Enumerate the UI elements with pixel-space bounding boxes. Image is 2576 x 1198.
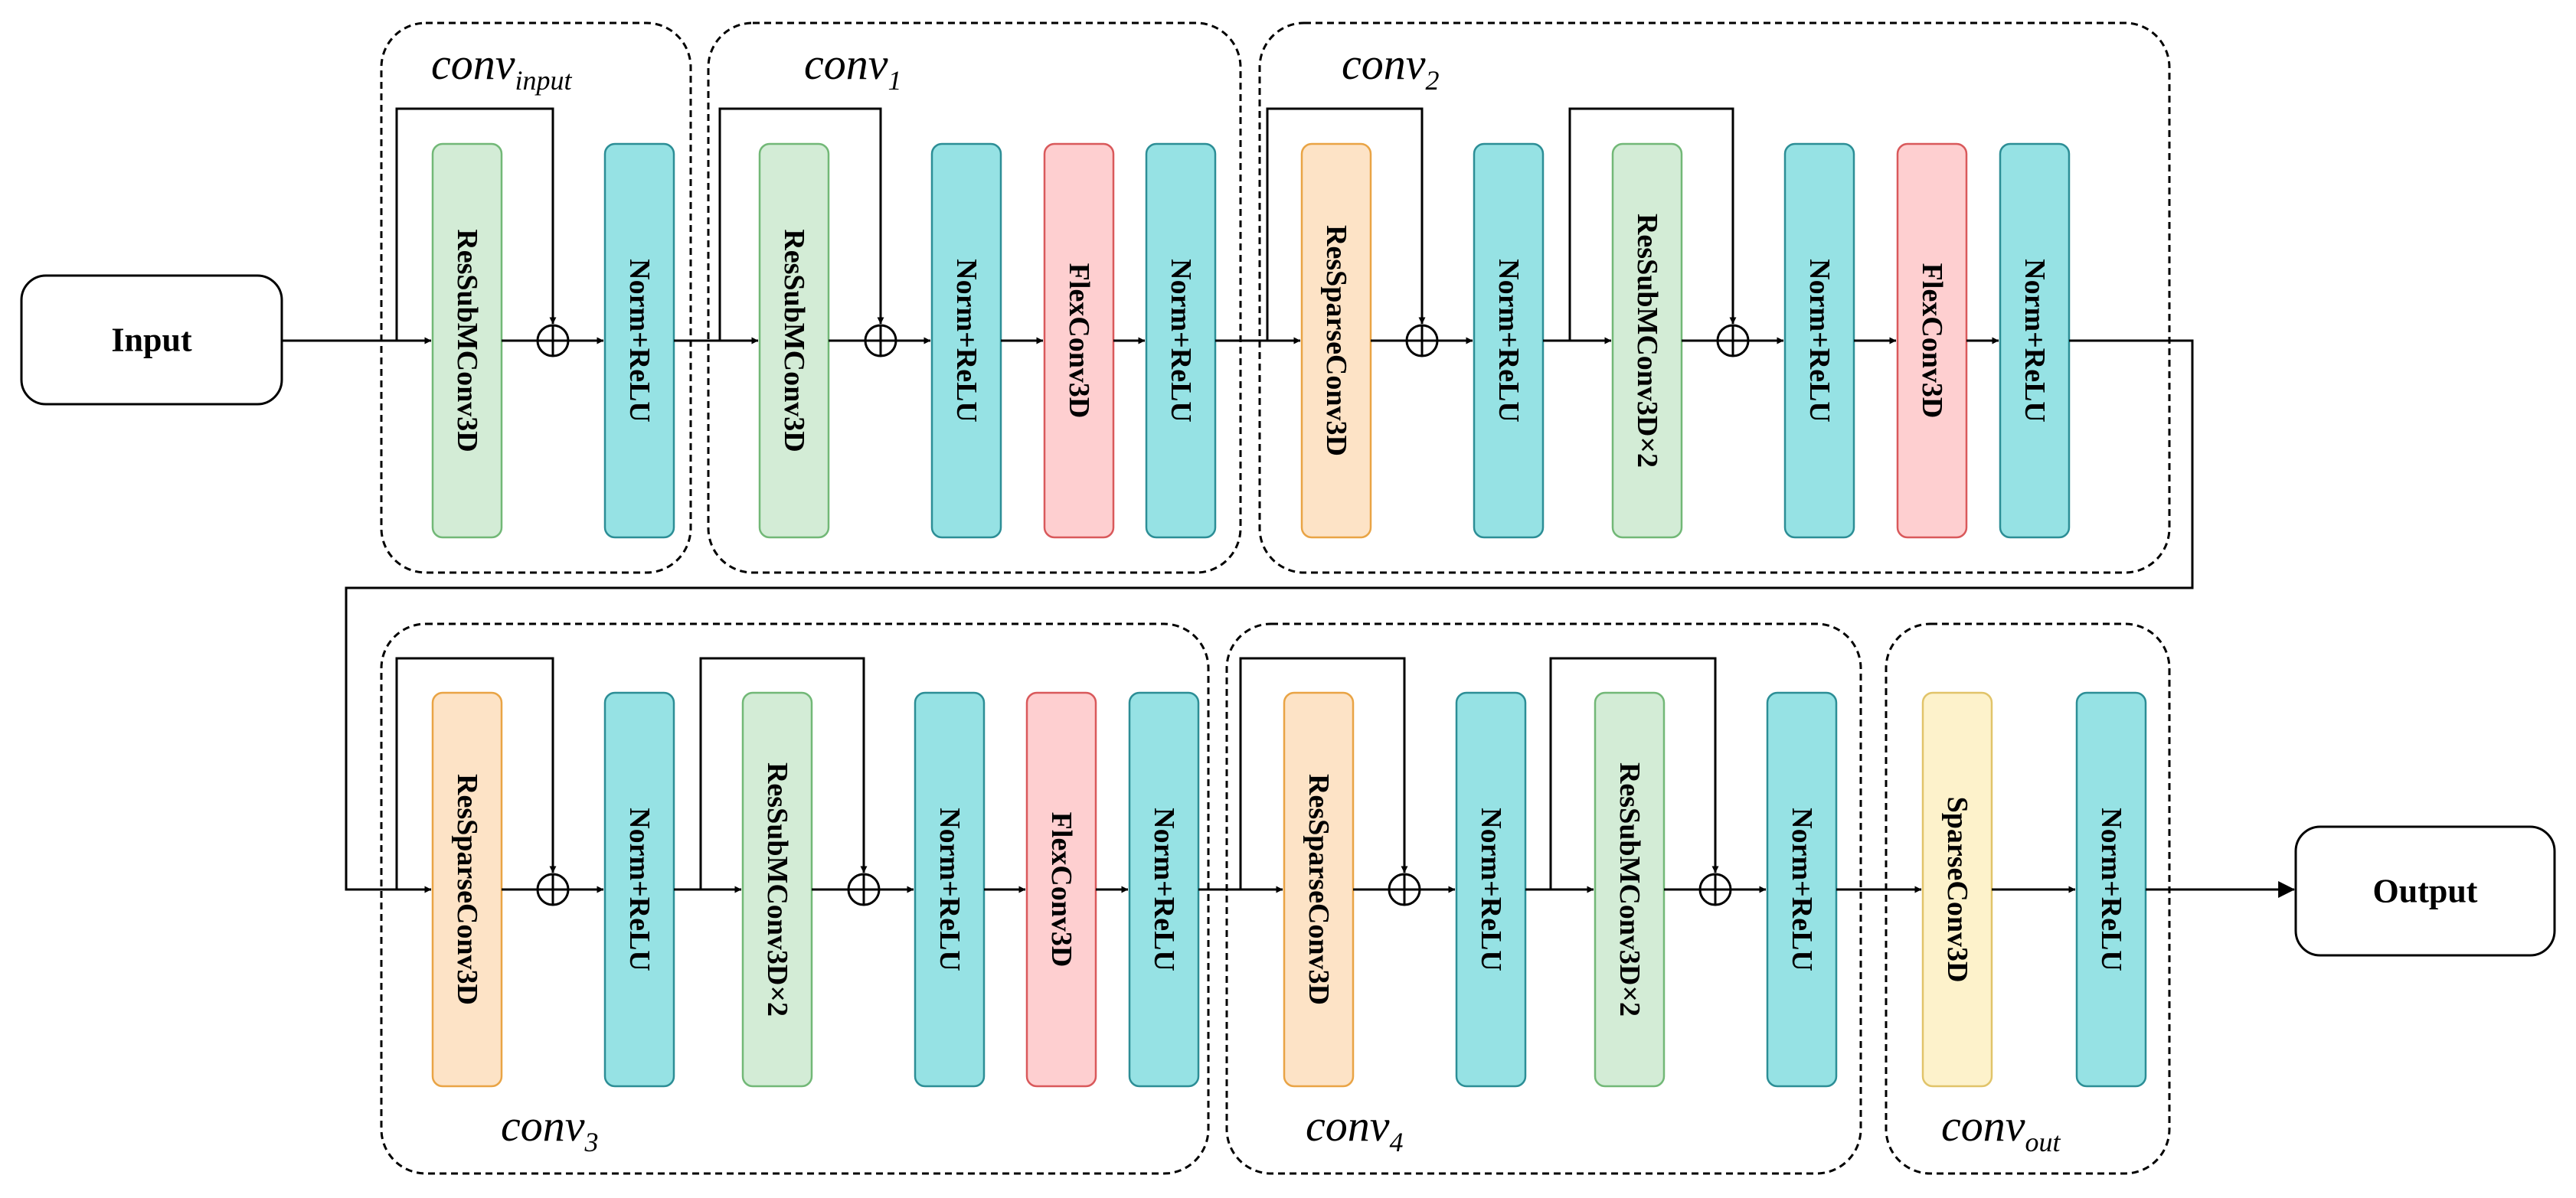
block-norm-relu: Norm+ReLU [1783,142,1855,539]
block-norm-relu: Norm+ReLU [1473,142,1545,539]
group-title-conv-input: convinput [431,39,573,96]
block-label: ResSparseConv3D [1320,225,1352,456]
block-label: ResSubMConv3D×2 [761,762,793,1017]
block-label: Norm+ReLU [2095,808,2127,971]
block-label: Norm+ReLU [1492,259,1525,423]
block-norm-relu: Norm+ReLU [1999,142,2071,539]
group-title-conv-out: convout [1941,1101,2061,1157]
block-label: ResSubMConv3D [778,229,810,452]
block-label: Norm+ReLU [623,808,655,971]
block-res-subm-conv3d-x2: ResSubMConv3D×2 [1594,691,1666,1088]
skip-connection [1266,107,1426,341]
group-box-conv-4 [1225,622,1862,1175]
row-wrap-connector [345,339,2194,893]
block-label: ResSubMConv3D×2 [1613,762,1646,1017]
group-box-conv-1 [707,21,1242,574]
sum-node-icon [847,873,881,906]
group-title-conv-2: conv2 [1342,39,1440,96]
block-flex-conv3d: FlexConv3D [1043,142,1115,539]
block-label: Norm+ReLU [950,259,982,423]
block-norm-relu: Norm+ReLU [603,142,675,539]
block-res-subm-conv3d-x2: ResSubMConv3D×2 [1611,142,1683,539]
block-label: ResSparseConv3D [1303,774,1335,1005]
block-res-subm-conv3d: ResSubMConv3D [431,142,503,539]
skip-connection [395,657,557,890]
group-box-conv-out [1885,622,2171,1175]
blocks-layer: ResSubMConv3D Norm+ReLU ResSubMConv3D No… [431,142,2147,1088]
group-box-conv-input [380,21,692,574]
block-norm-relu: Norm+ReLU [914,691,986,1088]
block-label: Norm+ReLU [1786,808,1818,971]
block-label: Norm+ReLU [2019,259,2051,423]
group-title-conv-1: conv1 [804,39,902,96]
skip-connection [699,657,868,890]
block-flex-conv3d: FlexConv3D [1896,142,1968,539]
block-label: Norm+ReLU [623,259,655,423]
group-title-conv-3: conv3 [501,1101,599,1157]
block-label: ResSparseConv3D [451,774,483,1005]
block-res-sparse-conv3d: ResSparseConv3D [1300,142,1372,539]
block-norm-relu: Norm+ReLU [2075,691,2147,1088]
block-label: Norm+ReLU [1803,259,1836,423]
block-label: FlexConv3D [1063,263,1095,419]
block-res-subm-conv3d: ResSubMConv3D [758,142,830,539]
input-node-label: Input [111,322,192,359]
sum-node-icon [536,324,570,357]
output-node-label: Output [2373,873,2478,910]
sum-node-icon [1716,324,1750,357]
block-norm-relu: Norm+ReLU [1128,691,1200,1088]
sum-node-icon [1698,873,1732,906]
block-label: ResSubMConv3D×2 [1631,214,1663,468]
group-box-conv-2 [1258,21,2171,574]
block-label: Norm+ReLU [1475,808,1507,971]
skip-connection [1549,657,1719,890]
sum-node-icon [536,873,570,906]
block-norm-relu: Norm+ReLU [1766,691,1838,1088]
connectors [282,107,2296,898]
group-title-conv-4: conv4 [1306,1101,1404,1157]
block-sparse-conv3d: SparseConv3D [1921,691,1993,1088]
skip-connection [718,107,884,341]
sum-node-icon [1405,324,1439,357]
sum-node-icon [1388,873,1421,906]
block-label: SparseConv3D [1941,797,1973,983]
block-label: Norm+ReLU [1148,808,1180,971]
block-label: Norm+ReLU [933,808,966,971]
skip-connection [395,107,557,341]
block-norm-relu: Norm+ReLU [930,142,1002,539]
skip-connection [1239,657,1408,890]
block-res-subm-conv3d-x2: ResSubMConv3D×2 [741,691,813,1088]
block-label: FlexConv3D [1045,812,1077,968]
output-node-box [2294,825,2556,957]
block-res-sparse-conv3d: ResSparseConv3D [1283,691,1355,1088]
block-label: ResSubMConv3D [451,229,483,452]
skip-connection [1568,107,1737,341]
sum-node-icon [864,324,897,357]
block-label: Norm+ReLU [1165,259,1197,423]
block-norm-relu: Norm+ReLU [1455,691,1527,1088]
block-flex-conv3d: FlexConv3D [1025,691,1097,1088]
block-norm-relu: Norm+ReLU [1145,142,1217,539]
block-norm-relu: Norm+ReLU [603,691,675,1088]
group-box-conv-3 [380,622,1210,1175]
block-label: FlexConv3D [1916,263,1948,419]
block-res-sparse-conv3d: ResSparseConv3D [431,691,503,1088]
